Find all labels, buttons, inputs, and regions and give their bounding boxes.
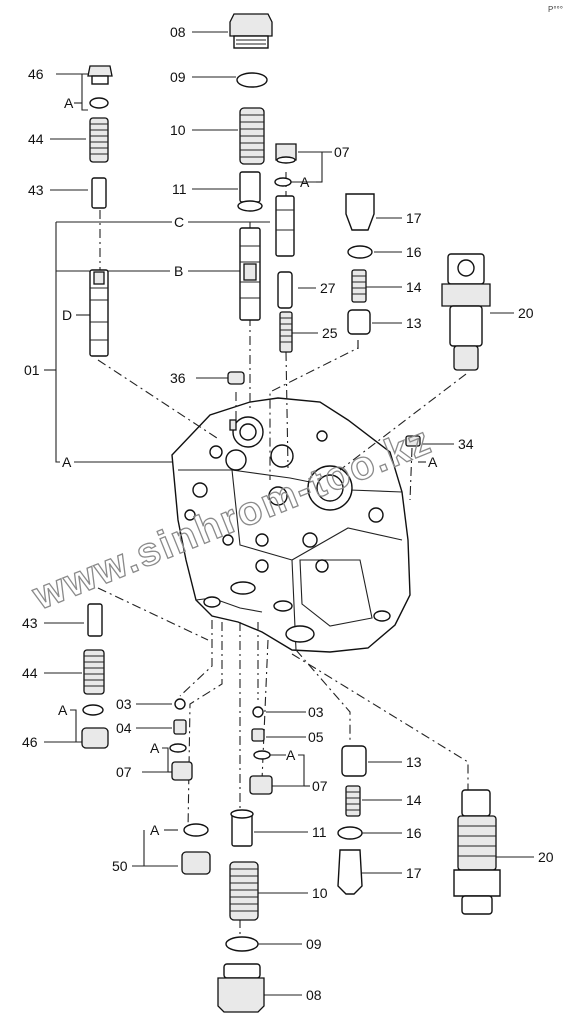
plug-50	[181, 851, 211, 875]
ball-03-left	[174, 698, 186, 710]
spool-d	[89, 269, 109, 357]
label-01: 01	[24, 362, 40, 378]
label-16-top: 16	[406, 244, 422, 260]
o-ring-46-top	[89, 97, 109, 109]
spring-05	[251, 728, 265, 742]
label-05: 05	[308, 729, 324, 745]
callout-labels: 08 09 10 11 46 A 44 43 07 A C B D 01 A 1…	[22, 24, 554, 1003]
leader-lines	[44, 31, 534, 996]
o-ring-09-top	[236, 72, 268, 88]
corner-mark: P°°°	[548, 5, 563, 14]
label-36: 36	[170, 370, 186, 386]
label-27: 27	[320, 280, 336, 296]
label-13-bottom: 13	[406, 754, 422, 770]
label-10-top: 10	[170, 122, 186, 138]
label-a-07-bottom-left: A	[150, 740, 160, 756]
label-46-top: 46	[28, 66, 44, 82]
label-17-top: 17	[406, 210, 422, 226]
label-a-34: A	[428, 454, 438, 470]
spool-b	[239, 227, 261, 321]
plug-34	[405, 435, 421, 447]
spring-14-bottom	[345, 785, 361, 817]
poppet-13-top	[347, 309, 371, 335]
piston-11-top	[237, 171, 263, 212]
plug-17-bottom	[337, 849, 363, 895]
spring-44-bottom	[83, 649, 105, 695]
label-a-07-top: A	[300, 174, 310, 190]
label-25: 25	[322, 325, 338, 341]
ball-03-right	[252, 706, 264, 718]
spool-c	[275, 195, 295, 257]
label-a-46-bottom: A	[58, 702, 68, 718]
label-d: D	[62, 307, 72, 323]
label-c: C	[174, 214, 184, 230]
label-a-46-top: A	[64, 95, 74, 111]
label-44-bottom: 44	[22, 665, 38, 681]
plug-07-bottom-right	[249, 775, 273, 795]
label-20-top: 20	[518, 305, 534, 321]
label-b: B	[174, 263, 183, 279]
label-43-top: 43	[28, 182, 44, 198]
spring-25	[279, 311, 293, 353]
plug-07-bottom-left	[171, 761, 193, 781]
label-07-top: 07	[334, 144, 350, 160]
label-07-bottom-right: 07	[312, 778, 328, 794]
plug-17-top	[345, 193, 375, 231]
plug-46-bottom	[81, 727, 109, 749]
label-14-bottom: 14	[406, 792, 422, 808]
label-04: 04	[116, 720, 132, 736]
plug-08-top	[229, 13, 273, 49]
label-14-top: 14	[406, 279, 422, 295]
label-10-bottom: 10	[312, 885, 328, 901]
label-a-50: A	[150, 822, 160, 838]
o-ring-46-bottom	[82, 704, 104, 716]
label-a-01: A	[62, 454, 72, 470]
spring-14-top	[351, 269, 367, 303]
label-16-bottom: 16	[406, 825, 422, 841]
plug-07-top	[275, 143, 297, 164]
poppet-13-bottom	[341, 745, 367, 777]
label-13-top: 13	[406, 315, 422, 331]
o-ring-07-bottom-left	[169, 743, 187, 753]
label-09-bottom: 09	[306, 936, 322, 952]
pin-27	[277, 271, 293, 309]
valve-body	[171, 397, 411, 653]
o-ring-16-top	[347, 245, 373, 259]
label-43-bottom: 43	[22, 615, 38, 631]
label-08-top: 08	[170, 24, 186, 40]
label-03-right: 03	[308, 704, 324, 720]
label-50: 50	[112, 858, 128, 874]
o-ring-16-bottom	[337, 826, 363, 840]
label-11-bottom: 11	[312, 824, 327, 840]
label-09-top: 09	[170, 69, 186, 85]
label-17-bottom: 17	[406, 865, 422, 881]
relief-valve-20-top	[441, 253, 491, 371]
label-07-bottom-left: 07	[116, 764, 132, 780]
piston-43-bottom	[87, 603, 103, 637]
label-46-bottom: 46	[22, 734, 38, 750]
piston-43-top	[91, 177, 107, 209]
label-a-07-bottom-right: A	[286, 747, 296, 763]
label-03-left: 03	[116, 696, 132, 712]
o-ring-50	[183, 823, 209, 837]
plug-08-bottom	[217, 963, 265, 1013]
o-ring-07-bottom-right	[253, 750, 271, 760]
o-ring-09-bottom	[225, 936, 259, 952]
spring-04	[173, 719, 187, 735]
label-20-bottom: 20	[538, 849, 554, 865]
label-11-top: 11	[172, 181, 187, 197]
spring-10-top	[239, 107, 265, 165]
label-44-top: 44	[28, 131, 44, 147]
label-34: 34	[458, 436, 474, 452]
relief-valve-20-bottom	[453, 789, 501, 915]
spring-10-bottom	[229, 861, 259, 921]
piston-11-bottom	[230, 809, 254, 847]
label-08-bottom: 08	[306, 987, 322, 1003]
o-ring-07-top	[274, 177, 292, 187]
plug-46-top	[87, 65, 113, 85]
plug-36	[227, 371, 245, 385]
spring-44-top	[89, 117, 109, 163]
